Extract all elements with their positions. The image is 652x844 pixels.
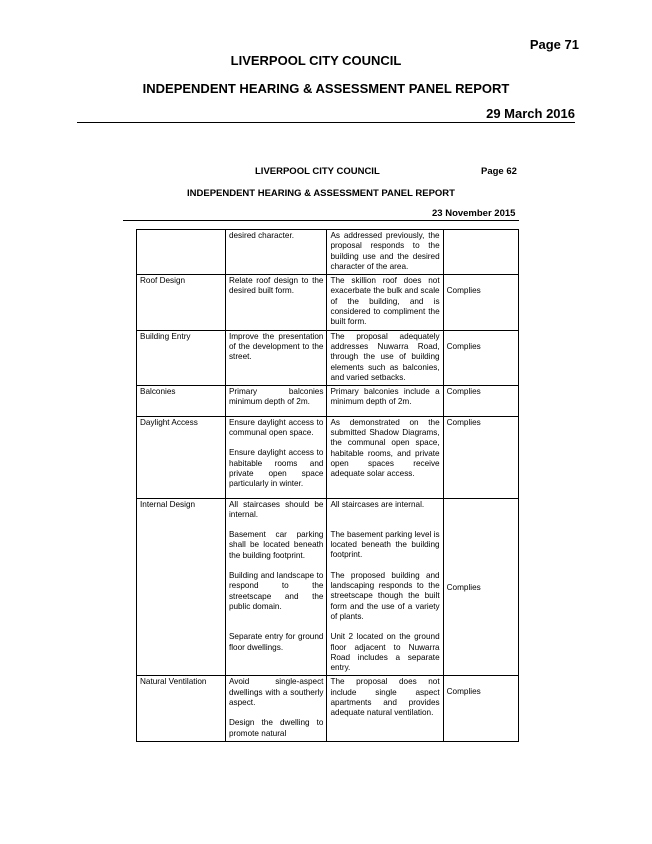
report-date: 29 March 2016: [486, 106, 575, 121]
control-cell: Avoid single-aspect dwellings with a sou…: [224, 675, 328, 742]
table-row: Internal Design All staircases should be…: [136, 497, 520, 677]
header-divider: [77, 122, 575, 123]
control-text: Design the dwelling to promote natural: [228, 718, 324, 738]
result-cell: Complies: [442, 497, 520, 677]
control-text: All staircases should be internal.: [228, 499, 324, 519]
topic-cell: Natural Ventilation: [136, 675, 226, 742]
result-cell: Complies: [442, 415, 520, 499]
table-row: desired character. As addressed previous…: [136, 228, 520, 276]
topic-cell: Daylight Access: [136, 415, 226, 499]
result-cell: Complies: [442, 385, 520, 417]
control-text: Basement car parking shall be located be…: [228, 530, 324, 560]
topic-cell: Internal Design: [136, 497, 226, 677]
topic-cell: Building Entry: [136, 329, 226, 387]
council-title: LIVERPOOL CITY COUNCIL: [230, 53, 402, 68]
response-text: Unit 2 located on the ground floor adjac…: [330, 632, 440, 673]
table-row: Daylight Access Ensure daylight access t…: [136, 415, 520, 499]
topic-cell: Balconies: [136, 385, 226, 417]
control-text: Ensure daylight access to communal open …: [228, 417, 324, 438]
response-text: As addressed previously, the proposal re…: [330, 231, 440, 271]
table-row: Building Entry Improve the presentation …: [136, 329, 520, 387]
control-text: Avoid single-aspect dwellings with a sou…: [228, 677, 324, 707]
response-text: The proposed building and landscaping re…: [330, 570, 440, 621]
inner-page-number: Page 62: [481, 166, 517, 177]
response-text: The proposal does not include single asp…: [330, 677, 440, 718]
control-text: Relate roof design to the desired built …: [228, 276, 324, 296]
response-cell: All staircases are internal. The basemen…: [326, 497, 444, 677]
control-cell: desired character.: [224, 228, 328, 276]
response-text: Primary balconies include a minimum dept…: [330, 387, 440, 407]
response-text: As demonstrated on the submitted Shadow …: [330, 417, 440, 479]
table-row: Natural Ventilation Avoid single-aspect …: [136, 675, 520, 742]
topic-cell: [136, 228, 226, 276]
response-cell: The proposal does not include single asp…: [326, 675, 444, 742]
page-number: Page 71: [529, 37, 579, 52]
control-text: desired character.: [228, 231, 295, 240]
result-cell: Complies: [442, 675, 520, 742]
control-cell: Primary balconies minimum depth of 2m.: [224, 385, 328, 417]
control-text: Separate entry for ground floor dwelling…: [228, 632, 324, 652]
response-cell: As demonstrated on the submitted Shadow …: [326, 415, 444, 499]
table-row: Balconies Primary balconies minimum dept…: [136, 385, 520, 417]
table-row: Roof Design Relate roof design to the de…: [136, 274, 520, 331]
control-text: Primary balconies minimum depth of 2m.: [228, 387, 324, 407]
topic-cell: Roof Design: [136, 274, 226, 331]
report-title: INDEPENDENT HEARING & ASSESSMENT PANEL R…: [142, 81, 510, 96]
compliance-table: desired character. As addressed previous…: [136, 228, 520, 742]
response-cell: The skillion roof does not exacerbate th…: [326, 274, 444, 331]
result-cell: Complies: [442, 274, 520, 331]
control-text: Building and landscape to respond to the…: [228, 571, 324, 611]
result-cell: [442, 228, 520, 276]
control-cell: Relate roof design to the desired built …: [224, 274, 328, 331]
control-text: Ensure daylight access to habitable room…: [228, 448, 324, 489]
result-cell: Complies: [442, 329, 520, 387]
response-cell: The proposal adequately addresses Nuwarr…: [326, 329, 444, 387]
inner-header-divider: [123, 220, 519, 221]
control-cell: Improve the presentation of the developm…: [224, 329, 328, 387]
control-text: Improve the presentation of the developm…: [228, 331, 324, 362]
response-cell: Primary balconies include a minimum dept…: [326, 385, 444, 417]
response-text: The skillion roof does not exacerbate th…: [330, 276, 440, 327]
response-text: The basement parking level is located be…: [330, 529, 440, 560]
inner-report-date: 23 November 2015: [432, 208, 516, 219]
inner-council-title: LIVERPOOL CITY COUNCIL: [255, 166, 380, 177]
response-cell: As addressed previously, the proposal re…: [326, 228, 444, 276]
control-cell: Ensure daylight access to communal open …: [224, 415, 328, 499]
response-text: All staircases are internal.: [330, 499, 425, 509]
control-cell: All staircases should be internal. Basem…: [224, 497, 328, 677]
response-text: The proposal adequately addresses Nuwarr…: [330, 331, 440, 382]
inner-report-title: INDEPENDENT HEARING & ASSESSMENT PANEL R…: [187, 188, 455, 199]
